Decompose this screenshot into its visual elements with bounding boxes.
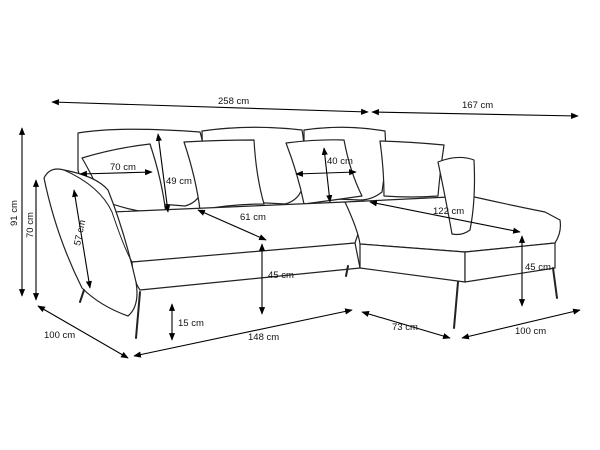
label-total-width: 258 cm bbox=[218, 96, 249, 107]
label-chaise-front: 73 cm bbox=[392, 322, 418, 333]
dim-line-backrest-height bbox=[155, 133, 171, 213]
dim-line-backrest-width bbox=[79, 169, 153, 177]
dimension-labels: 258 cm 167 cm 91 cm 70 cm 100 cm 148 cm … bbox=[9, 96, 551, 343]
label-side-depth: 100 cm bbox=[44, 330, 75, 341]
dim-line-seat-depth bbox=[197, 209, 267, 241]
label-chaise-depth: 100 cm bbox=[515, 326, 546, 337]
sofa-drawing bbox=[43, 126, 562, 339]
dim-line-chaise-length bbox=[371, 109, 579, 119]
label-seat-depth: 61 cm bbox=[240, 212, 266, 223]
label-leg-height: 15 cm bbox=[178, 318, 204, 329]
left-armrest-edge bbox=[63, 169, 133, 263]
label-seat-height: 45 cm bbox=[268, 270, 294, 281]
leg-chaise-side bbox=[552, 267, 558, 299]
label-seat-width: 148 cm bbox=[248, 332, 279, 343]
label-armrest-height: 70 cm bbox=[25, 212, 36, 238]
dimension-lines bbox=[18, 99, 581, 359]
dim-line-chaise-depth bbox=[461, 308, 581, 340]
dim-line-side-depth bbox=[37, 305, 129, 359]
leg-chaise-front bbox=[453, 281, 459, 329]
leg-back-left bbox=[79, 289, 85, 303]
pillow-2 bbox=[183, 139, 265, 211]
label-chaise-width: 122 cm bbox=[433, 206, 464, 217]
label-cushion-height: 40 cm bbox=[327, 156, 353, 167]
label-total-height: 91 cm bbox=[9, 200, 20, 226]
dim-line-backrest-height-2 bbox=[72, 189, 92, 289]
dim-line-chaise-front bbox=[361, 311, 451, 339]
label-backrest-height: 49 cm bbox=[166, 176, 192, 187]
dim-line-seat-width bbox=[133, 308, 353, 358]
pillow-4 bbox=[379, 140, 445, 198]
dim-line-chaise-width bbox=[369, 200, 521, 234]
dim-line-total-width bbox=[51, 99, 369, 115]
leg-middle bbox=[345, 265, 349, 277]
label-backrest-height-2: 57 cm bbox=[72, 219, 88, 247]
label-backrest-width: 70 cm bbox=[110, 162, 136, 173]
label-chaise-length: 167 cm bbox=[462, 100, 493, 111]
label-chaise-seat-height: 45 cm bbox=[525, 262, 551, 273]
dim-line-cushion-width bbox=[295, 169, 357, 177]
